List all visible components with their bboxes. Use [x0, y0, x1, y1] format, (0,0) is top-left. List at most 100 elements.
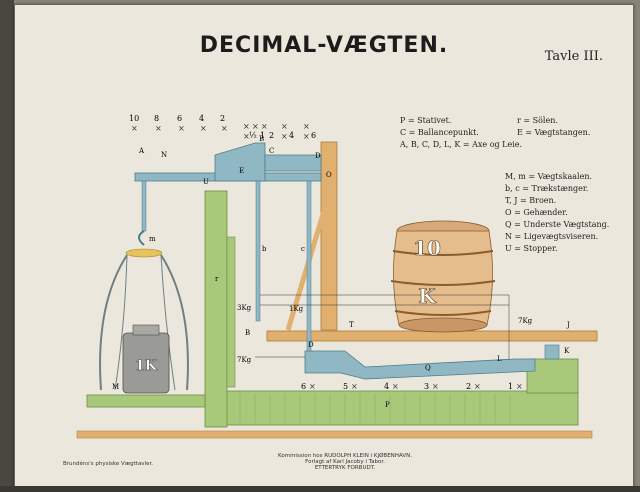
- weight-knob: [132, 324, 160, 336]
- scale-label: ½: [249, 131, 257, 140]
- scale-label: 8: [154, 114, 159, 123]
- svg-text:×: ×: [252, 122, 259, 131]
- label-3kg: 3Kg: [237, 304, 252, 312]
- scale-label: 6: [177, 114, 182, 123]
- scale-label: 1: [508, 382, 513, 391]
- svg-text:×: ×: [243, 122, 250, 131]
- svg-text:×: ×: [281, 132, 288, 141]
- label-7kg-left: 7Kg: [237, 356, 252, 364]
- floor-board: [76, 430, 593, 439]
- bottom-scale-crosses: ××× ×××: [309, 382, 523, 391]
- svg-text:×: ×: [243, 132, 250, 141]
- label-M: M: [112, 383, 119, 391]
- pan-dish: [125, 248, 163, 258]
- scale-label: 1: [260, 131, 265, 140]
- scale-label: 5: [343, 382, 348, 391]
- label-J: J: [566, 321, 570, 329]
- scale-diagram: A N C B D E U m r b c O T J Q L K M P B …: [76, 114, 598, 439]
- legend-left: P = Stativet. C = Ballancepunkt. A, B, C…: [400, 115, 522, 151]
- svg-text:×: ×: [221, 124, 228, 133]
- legend-item: T, J = Broen.: [505, 196, 557, 205]
- barrel-text-top: 10: [413, 236, 441, 260]
- svg-text:×: ×: [351, 382, 358, 391]
- scale-label: 2: [466, 382, 471, 391]
- pan-chains: [99, 254, 189, 391]
- scale-label: 2: [220, 114, 225, 123]
- svg-text:×: ×: [303, 132, 310, 141]
- legend-item: N = Ligevægtsviseren.: [505, 232, 599, 241]
- label-7kg-right: 7Kg: [518, 317, 533, 325]
- hanger-post: [320, 141, 338, 331]
- bearing-k: [544, 344, 560, 360]
- barrel-text-bottom: K: [418, 284, 436, 308]
- scale-label: 3: [424, 382, 429, 391]
- upper-scale-right: ½ 1 2 4 6: [249, 131, 316, 140]
- svg-text:×: ×: [178, 124, 185, 133]
- legend-item: U = Stopper.: [505, 244, 558, 253]
- barrel-hoops: [390, 250, 496, 316]
- stand-base-hatching: [224, 394, 511, 423]
- label-Q: Q: [425, 364, 431, 372]
- upper-scale-crosses: ××× ×× ××× ×× ×××: [131, 122, 310, 141]
- legend-item: O = Gehænder.: [505, 208, 568, 217]
- page-title: DECIMAL-VÆGTEN.: [199, 33, 449, 58]
- legend-item: b, c = Trækstænger.: [505, 184, 589, 193]
- column: [204, 190, 228, 428]
- legend-right: M, m = Vægtskaalen. b, c = Trækstænger. …: [505, 171, 609, 255]
- svg-text:×: ×: [303, 122, 310, 131]
- svg-text:×: ×: [309, 382, 316, 391]
- label-c: c: [301, 245, 305, 253]
- svg-text:×: ×: [200, 124, 207, 133]
- legend-item: E = Vægtstangen.: [517, 128, 591, 137]
- scale-label: 4: [384, 382, 389, 391]
- board-bottom-edge: [0, 486, 640, 492]
- poster: DECIMAL-VÆGTEN. Tavle III. P = Stativet.…: [14, 4, 634, 490]
- label-B-lower: B: [245, 329, 250, 337]
- footer-line: Forlagt af Karl Jacoby i Tabor.: [305, 459, 385, 465]
- svg-text:×: ×: [432, 382, 439, 391]
- legend-item: C = Ballancepunkt.: [400, 128, 479, 137]
- lower-lever: [304, 350, 536, 380]
- stand-base: [209, 390, 579, 426]
- svg-text:×: ×: [155, 124, 162, 133]
- barrel-body: [393, 230, 493, 326]
- pan-hook: [138, 230, 145, 246]
- label-E: E: [239, 167, 244, 175]
- footer-center: Kommission hos RUDOLPH KLEIN i KJØBENHAV…: [245, 453, 445, 471]
- scale-label: 2: [269, 131, 274, 140]
- barrel-bottom: [398, 317, 488, 333]
- svg-text:×: ×: [516, 382, 523, 391]
- legend-right-top: r = Sölen. E = Vægtstangen.: [517, 115, 590, 139]
- label-U: U: [203, 178, 209, 186]
- label-b: b: [262, 245, 267, 253]
- footer-line: Kommission hos RUDOLPH KLEIN i KJØBENHAV…: [278, 453, 412, 459]
- footer-left: Brundéns's physiske Vægttavler.: [63, 461, 153, 467]
- label-B: B: [259, 135, 264, 143]
- board-edge: [0, 0, 14, 492]
- label-T: T: [349, 321, 354, 329]
- scale-label: 4: [199, 114, 204, 123]
- plate-number: Tavle III.: [544, 49, 603, 64]
- svg-text:×: ×: [281, 122, 288, 131]
- upper-scale-left: 10 8 6 4 2: [129, 114, 225, 123]
- scale-label: 4: [289, 131, 294, 140]
- pull-rod-c: [306, 180, 312, 352]
- label-D: D: [315, 152, 321, 160]
- column-support: [226, 236, 236, 388]
- label-r: r: [215, 275, 219, 283]
- label-D-lower: D: [308, 341, 314, 349]
- svg-text:×: ×: [261, 122, 268, 131]
- label-C: C: [269, 147, 274, 155]
- svg-text:×: ×: [392, 382, 399, 391]
- pan-rod: [141, 180, 147, 232]
- label-A: A: [138, 147, 145, 155]
- legend-item: Q = Underste Vægtstang.: [505, 220, 610, 229]
- bottom-scale: 6 5 4 3 2 1: [301, 382, 513, 391]
- lever-arm-right: [264, 154, 322, 172]
- label-N: N: [161, 151, 167, 159]
- scale-label: 6: [311, 131, 316, 140]
- footer-line: ETTERTRYK FORBUDT.: [314, 465, 376, 471]
- pan-chains-inner: [114, 254, 176, 391]
- legend-item: A, B, C, D, L, K = Axe og Leie.: [400, 140, 523, 149]
- label-1kg: 1Kg: [289, 305, 304, 313]
